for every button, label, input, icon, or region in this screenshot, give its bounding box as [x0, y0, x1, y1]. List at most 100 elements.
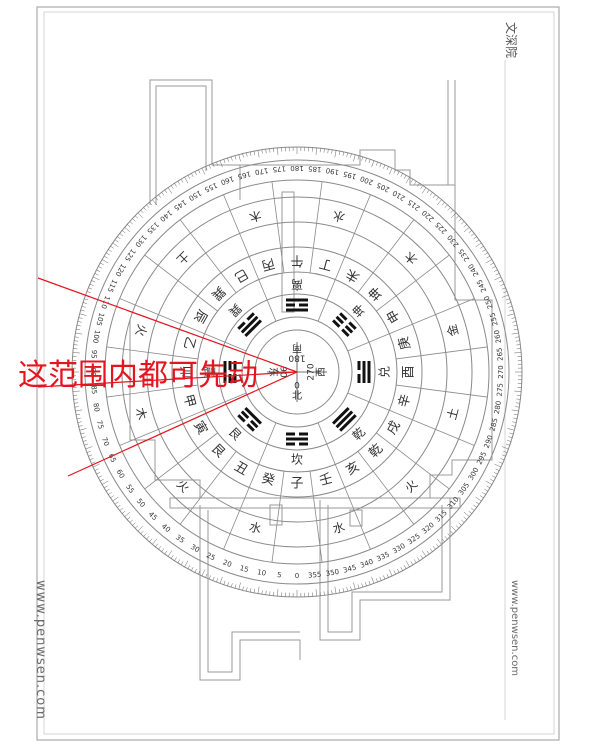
trigram-bar	[233, 361, 237, 370]
element-label: 火	[402, 477, 420, 495]
degree-label: 340	[359, 558, 374, 570]
degree-tick	[511, 425, 516, 427]
degree-label: 100	[91, 329, 101, 344]
degree-label: 180	[290, 164, 303, 172]
degree-tick	[405, 177, 410, 184]
degree-tick	[72, 390, 80, 392]
degree-tick	[223, 159, 226, 164]
degree-tick	[246, 587, 248, 592]
trigram-name: 坎	[291, 453, 303, 467]
degree-tick	[102, 480, 109, 485]
degree-tick	[149, 538, 153, 542]
degree-tick	[77, 321, 82, 323]
mountain-divider	[144, 432, 218, 490]
degree-tick	[77, 421, 82, 423]
degree-tick	[78, 317, 83, 319]
degree-tick	[134, 525, 139, 529]
degree-label: 185	[308, 164, 322, 173]
degree-tick	[167, 550, 173, 557]
mountain-divider	[376, 432, 450, 490]
trigram-divider	[317, 422, 336, 465]
degree-label: 145	[172, 198, 188, 212]
degree-tick	[146, 536, 150, 540]
degree-tick	[494, 463, 502, 468]
degree-tick	[242, 586, 244, 591]
degree-tick	[88, 454, 93, 457]
degree-tick	[94, 273, 99, 276]
red-line-lower	[67, 371, 298, 477]
degree-label: 140	[158, 208, 173, 223]
degree-label: 225	[434, 220, 449, 235]
degree-tick	[249, 151, 252, 156]
degree-label: 25	[205, 551, 216, 562]
degree-tick	[421, 550, 427, 557]
degree-tick	[498, 280, 503, 283]
mountain-divider	[309, 471, 323, 563]
degree-tick	[108, 492, 112, 495]
mountain-label: 乾	[366, 441, 386, 461]
trigram-bar	[246, 312, 255, 321]
degree-label: 155	[203, 181, 219, 194]
degree-label: 195	[342, 169, 357, 180]
degree-tick	[505, 298, 510, 301]
degree-tick	[246, 152, 248, 157]
degree-tick	[212, 163, 215, 168]
red-guide-lines	[37, 277, 298, 477]
degree-tick	[463, 511, 470, 517]
degree-label: 30	[189, 543, 201, 554]
degree-label: 350	[325, 568, 340, 578]
degree-tick	[455, 525, 460, 529]
degree-tick	[426, 550, 430, 555]
degree-tick	[426, 189, 430, 194]
degree-tick	[513, 328, 518, 331]
degree-tick	[216, 578, 219, 583]
mountain-label: 丙	[260, 255, 276, 273]
degree-tick	[74, 340, 79, 342]
degree-tick	[277, 147, 279, 155]
degree-tick	[501, 454, 506, 457]
degree-tick	[114, 501, 119, 505]
degree-tick	[100, 262, 104, 266]
watermark-right: www.penwsen.com	[509, 580, 520, 677]
degree-tick	[177, 559, 181, 563]
degree-tick	[84, 298, 89, 301]
degree-tick	[124, 227, 131, 233]
degree-tick	[79, 313, 87, 316]
degree-tick	[174, 557, 177, 561]
degree-label: 290	[483, 434, 495, 449]
page-frame-inner	[43, 11, 555, 735]
degree-tick	[230, 583, 233, 588]
degree-tick	[315, 589, 317, 597]
degree-tick	[119, 507, 124, 511]
degree-tick	[110, 245, 114, 249]
degree-tick	[386, 573, 389, 578]
degree-tick	[184, 560, 189, 567]
red-line-middle	[37, 371, 298, 388]
mountain-label: 丑	[232, 459, 251, 478]
degree-label: 125	[123, 247, 137, 263]
degree-label: 40	[160, 522, 172, 534]
center-degree-north: 0	[294, 382, 300, 392]
degree-tick	[503, 291, 508, 294]
degree-tick	[365, 582, 367, 587]
trigram-bar	[244, 319, 262, 337]
degree-tick	[379, 163, 382, 168]
degree-label: 315	[434, 509, 449, 524]
degree-tick	[149, 202, 153, 206]
mountain-label: 壬	[318, 471, 334, 489]
degree-tick	[80, 309, 85, 312]
degree-tick	[388, 569, 393, 577]
degree-tick	[432, 545, 436, 550]
mountain-divider	[396, 346, 488, 360]
degree-tick	[501, 294, 509, 298]
degree-tick	[170, 555, 174, 559]
degree-tick	[386, 166, 389, 171]
degree-label: 330	[391, 542, 407, 556]
mountain-divider	[376, 254, 450, 312]
center-direction-east: 东	[267, 367, 280, 377]
mountain-label: 寅	[190, 418, 210, 437]
element-label: 水	[248, 520, 263, 537]
center-degree-west: 270	[307, 363, 317, 380]
degree-label: 115	[106, 278, 119, 294]
degree-tick	[511, 409, 519, 412]
